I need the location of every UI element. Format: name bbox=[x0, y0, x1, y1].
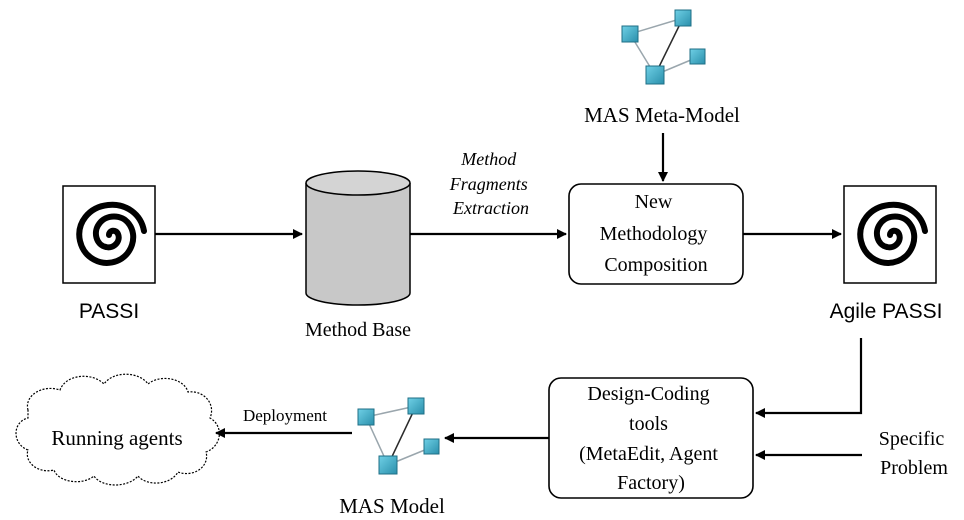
composition-line-3: Composition bbox=[604, 254, 707, 276]
specific-problem-label: Specific Problem bbox=[879, 428, 950, 479]
extraction-line-1: Method bbox=[460, 149, 517, 169]
specific-problem-line-2: Problem bbox=[880, 457, 948, 479]
spiral-icon bbox=[76, 201, 147, 266]
design-tools-text: Design-Coding tools (MetaEdit, Agent Fac… bbox=[579, 383, 723, 494]
passi-label: PASSI bbox=[79, 300, 139, 323]
running-agents-label: Running agents bbox=[51, 426, 182, 450]
design-tools-line-2: tools bbox=[629, 413, 668, 435]
design-tools-line-1: Design-Coding bbox=[587, 383, 709, 405]
mas-meta-model-label: MAS Meta-Model bbox=[584, 103, 740, 127]
deployment-edge-label: Deployment bbox=[243, 406, 327, 425]
extraction-line-2: Fragments bbox=[449, 174, 528, 194]
mas-meta-model-network-icon bbox=[621, 9, 706, 85]
composition-line-2: Methodology bbox=[600, 223, 708, 245]
passi-logo bbox=[62, 185, 156, 284]
design-tools-line-4: Factory) bbox=[617, 472, 685, 494]
design-tools-line-3: (MetaEdit, Agent bbox=[579, 443, 718, 465]
agile-passi-label: Agile PASSI bbox=[830, 300, 943, 323]
extraction-edge-label: Method Fragments Extraction bbox=[449, 149, 533, 218]
specific-problem-line-1: Specific bbox=[879, 428, 945, 450]
composition-line-1: New bbox=[635, 191, 673, 213]
cloud-shape bbox=[15, 373, 220, 486]
composition-text: New Methodology Composition bbox=[600, 191, 713, 276]
method-base-label: Method Base bbox=[305, 319, 411, 341]
mas-model-network-icon bbox=[357, 397, 440, 475]
method-base-database-icon bbox=[305, 170, 411, 306]
edge-agile-passi-to-design-tools bbox=[755, 338, 863, 418]
agile-passi-logo bbox=[843, 185, 937, 284]
extraction-line-3: Extraction bbox=[452, 198, 529, 218]
mas-model-label: MAS Model bbox=[339, 494, 445, 518]
spiral-icon bbox=[857, 201, 928, 266]
